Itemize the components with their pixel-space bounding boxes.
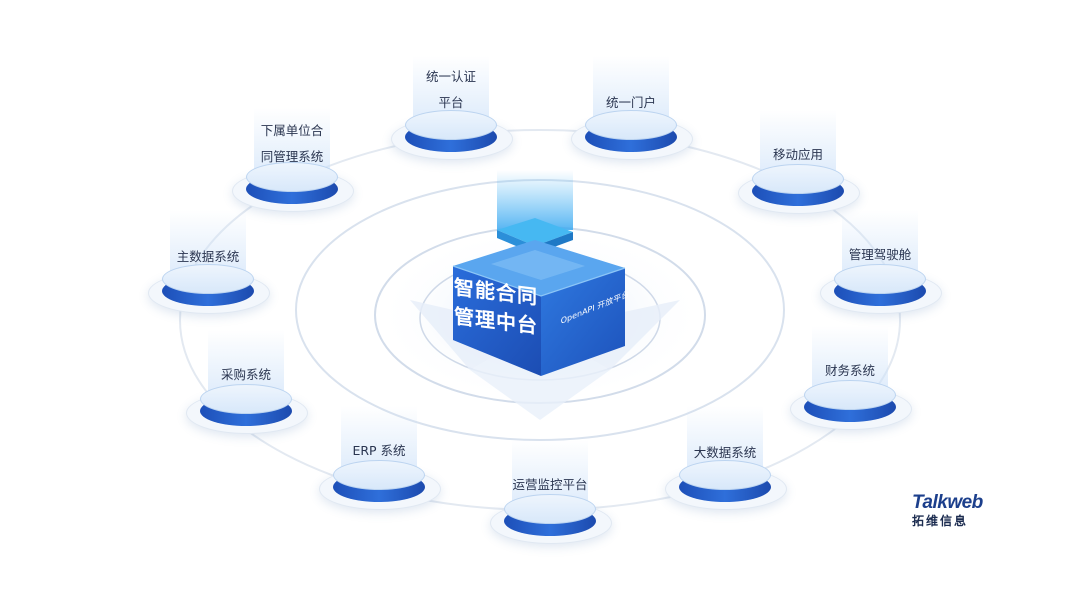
node-erp-system: ERP 系统	[319, 406, 441, 526]
node-label: 运营监控平台	[480, 472, 620, 498]
node-label: 财务系统	[780, 358, 920, 384]
brand-wordmark: Talkweb	[912, 492, 983, 513]
node-label-line: 运营监控平台	[512, 477, 588, 492]
node-label-line: 同管理系统	[260, 149, 324, 164]
node-master-data-system: 主数据系统	[148, 210, 270, 330]
node-disk-top	[834, 264, 926, 294]
platform-cube	[452, 170, 626, 376]
node-label: 统一认证 平台	[381, 64, 521, 116]
node-disk-top	[405, 110, 497, 140]
node-disk-top	[679, 460, 771, 490]
node-unified-auth: 统一认证 平台	[391, 56, 513, 176]
node-disk-top	[752, 164, 844, 194]
node-finance-system: 财务系统	[790, 326, 912, 446]
node-label: 采购系统	[176, 362, 316, 388]
node-disk-top	[162, 264, 254, 294]
node-label-line: 管理驾驶舱	[848, 247, 912, 262]
node-disk-top	[246, 162, 338, 192]
cube-left-face	[453, 266, 541, 376]
platform-title: 智能合同 管理中台	[453, 273, 539, 342]
node-label-line: 采购系统	[220, 367, 271, 382]
node-label-line: 平台	[438, 95, 464, 110]
node-label-line: 统一认证	[425, 69, 476, 84]
node-label-line: 财务系统	[824, 363, 875, 378]
cube-top-grid	[491, 250, 585, 280]
node-label: 移动应用	[728, 142, 868, 168]
node-label: 大数据系统	[655, 440, 795, 466]
node-label: ERP 系统	[309, 438, 449, 464]
node-management-cockpit: 管理驾驶舱	[820, 210, 942, 330]
node-label-line: 下属单位合	[260, 123, 324, 138]
node-disk-top	[333, 460, 425, 490]
node-disk-top	[804, 380, 896, 410]
cube-edge	[452, 265, 626, 297]
talkweb-logo: Talkweb 拓维信息	[912, 492, 983, 529]
brand-chinese-name: 拓维信息	[912, 514, 969, 528]
node-label: 主数据系统	[138, 244, 278, 270]
node-label-line: 主数据系统	[176, 249, 240, 264]
node-label-line: 移动应用	[772, 147, 823, 162]
node-procurement-system: 采购系统	[186, 330, 308, 450]
node-disk-top	[200, 384, 292, 414]
node-label-line: 大数据系统	[693, 445, 757, 460]
node-label: 统一门户	[561, 90, 701, 116]
node-big-data-system: 大数据系统	[665, 406, 787, 526]
light-beam	[497, 170, 573, 230]
node-operations-monitoring: 运营监控平台	[490, 440, 612, 560]
cube-right-face	[541, 268, 625, 376]
node-label-line: 统一门户	[605, 95, 656, 110]
node-label: 管理驾驶舱	[810, 242, 950, 268]
node-label: 下属单位合 同管理系统	[222, 118, 362, 170]
node-mobile-app: 移动应用	[738, 110, 860, 230]
node-subsidiary-contract-system: 下属单位合 同管理系统	[232, 108, 354, 228]
central-platform: 智能合同 管理中台 OpenAPI 开放平台	[445, 170, 645, 390]
node-unified-portal: 统一门户	[571, 56, 693, 176]
node-label-line: ERP 系统	[352, 443, 406, 458]
node-disk-top	[504, 494, 596, 524]
node-disk-top	[585, 110, 677, 140]
